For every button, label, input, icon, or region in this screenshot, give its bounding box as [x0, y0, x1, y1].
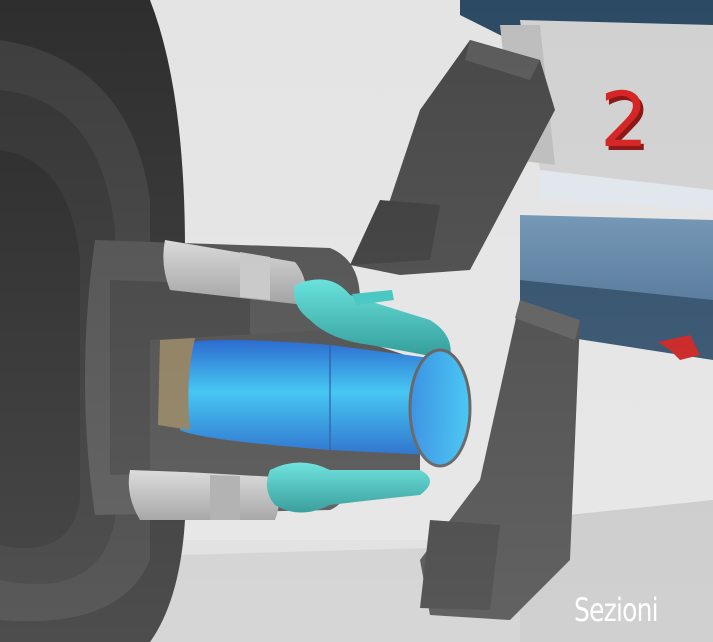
caption-label: Sezioni [574, 591, 659, 629]
